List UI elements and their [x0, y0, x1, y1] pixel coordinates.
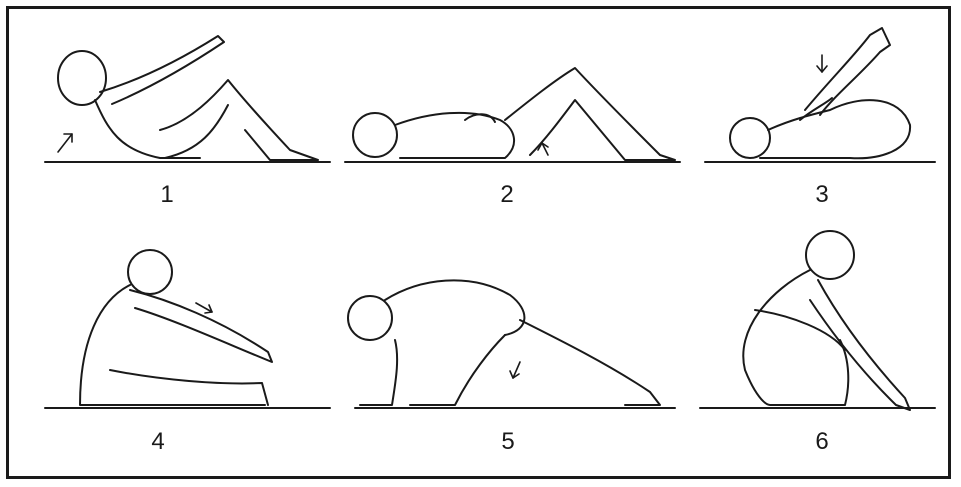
figure-1-label: 1 [147, 181, 187, 209]
figure-2-label: 2 [487, 181, 527, 209]
figure-6-label: 6 [802, 428, 842, 456]
head [348, 296, 392, 340]
raised-leg [805, 28, 890, 115]
head [128, 250, 172, 294]
figure-3-label: 3 [802, 181, 842, 209]
torso [395, 113, 514, 158]
arm [360, 340, 397, 405]
head [353, 113, 397, 157]
figure-3-leg-raise [705, 28, 935, 162]
back-leg [520, 320, 660, 405]
arms [100, 36, 224, 104]
legs [505, 68, 675, 160]
arrow-4 [196, 303, 212, 313]
arms [810, 280, 910, 410]
figure-4-seated-reach [45, 250, 330, 408]
torso-knee [760, 100, 910, 158]
figure-5-lunge [348, 280, 675, 408]
head [730, 118, 770, 158]
head [806, 231, 854, 279]
head [58, 51, 106, 105]
front-leg [410, 335, 505, 405]
back [385, 280, 524, 335]
figure-4-label: 4 [138, 428, 178, 456]
thigh [165, 105, 228, 158]
arrow-1 [58, 134, 72, 152]
arrow-3 [817, 55, 827, 72]
figure-5-label: 5 [488, 428, 528, 456]
figure-1-situp [45, 36, 330, 162]
legs [160, 80, 318, 160]
figure-2-pelvic-tilt [345, 68, 680, 162]
torso [95, 100, 200, 158]
arms [130, 290, 272, 362]
arrow-5 [510, 362, 520, 378]
figure-6-squat [700, 231, 935, 410]
legs [110, 370, 268, 405]
